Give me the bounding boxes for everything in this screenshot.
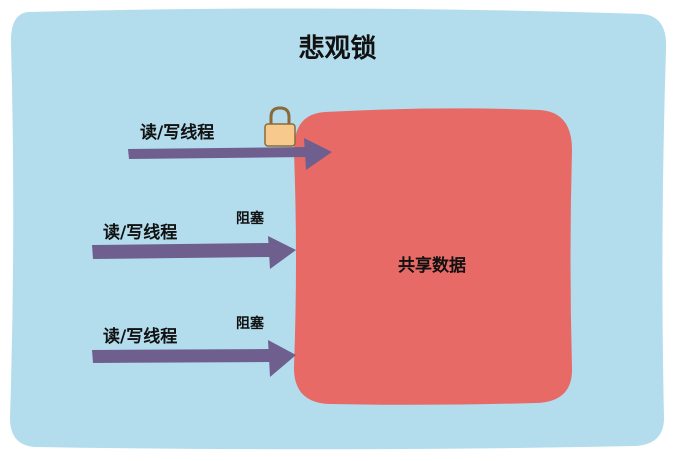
thread-label-1: 读/写线程	[140, 123, 215, 143]
thread-label-2: 读/写线程	[103, 223, 178, 243]
shared-data-label: 共享数据	[398, 256, 466, 276]
thread-arrow-1	[128, 138, 332, 170]
thread-arrow-3	[92, 340, 296, 377]
padlock-icon	[264, 106, 296, 147]
thread-arrow-2	[92, 236, 296, 269]
blocked-label-2: 阻塞	[236, 211, 264, 227]
diagram-title: 悲观锁	[298, 34, 377, 64]
thread-label-3: 读/写线程	[103, 327, 178, 347]
shared-data-box	[293, 108, 573, 405]
blocked-label-3: 阻塞	[236, 316, 264, 332]
